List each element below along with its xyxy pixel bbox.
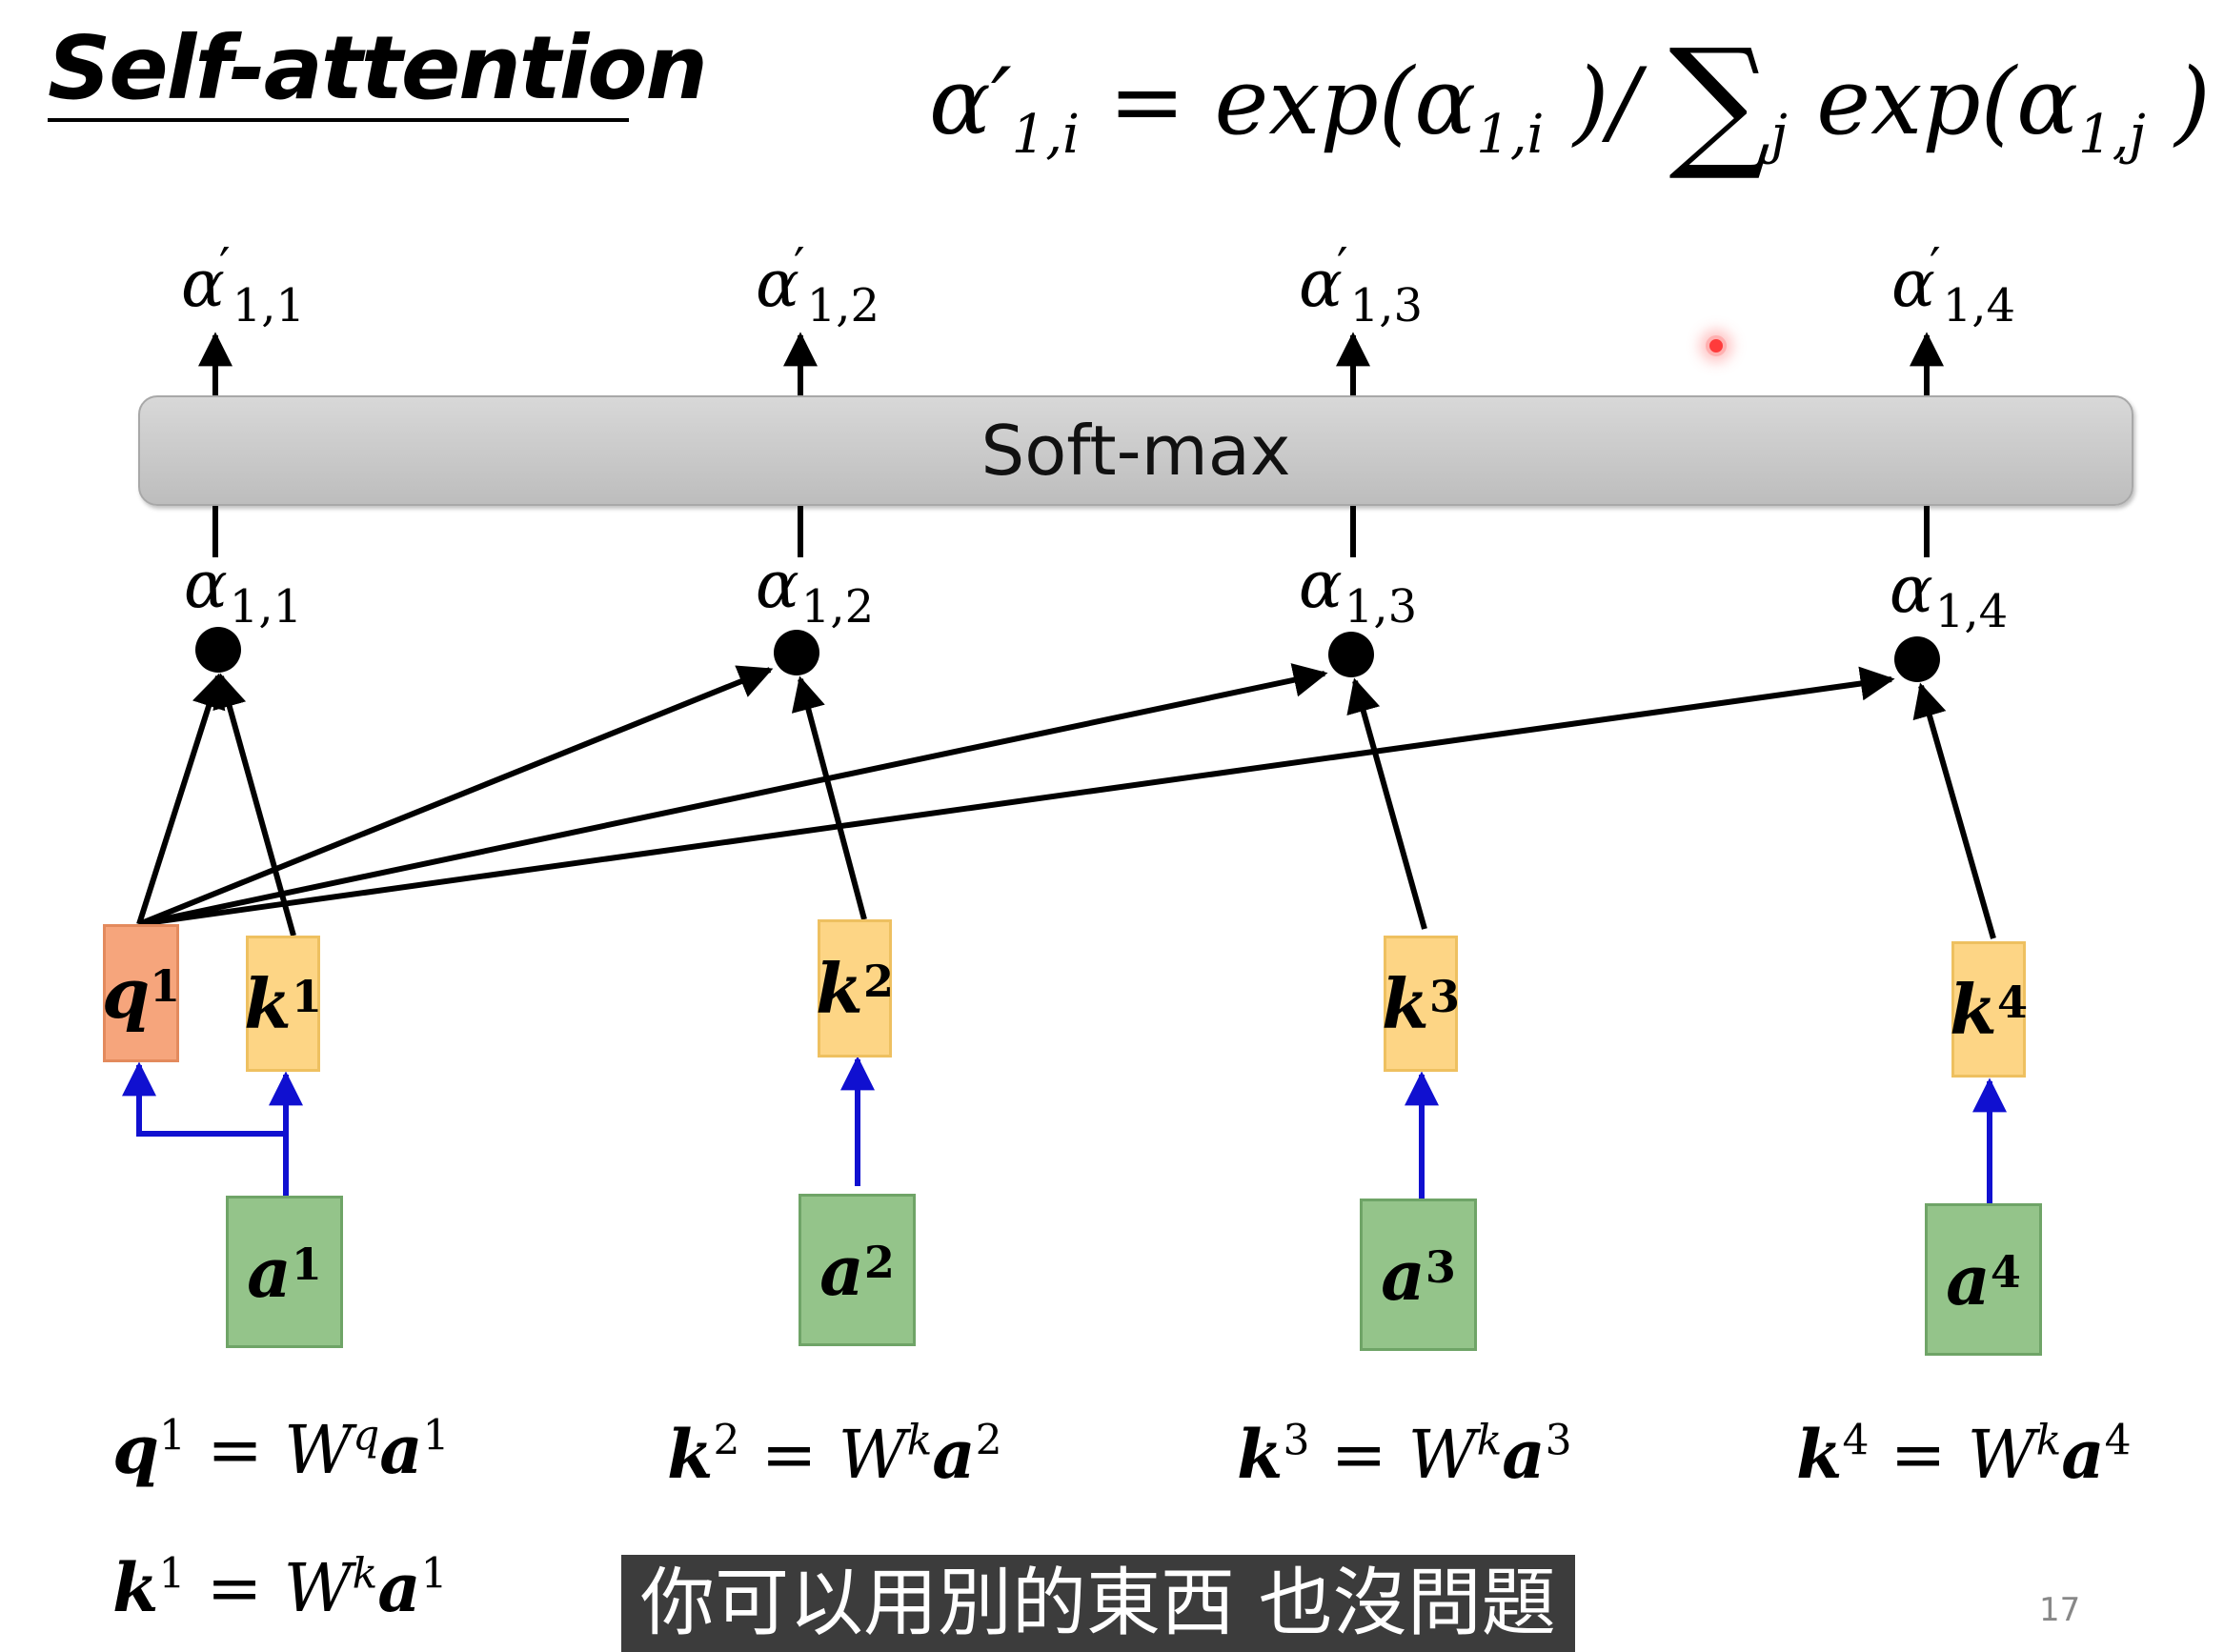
- softmax-layer: Soft-max: [138, 395, 2133, 506]
- dot-product-node-4: [1894, 636, 1940, 682]
- softmax-label: Soft-max: [981, 411, 1291, 491]
- formula-sigma: ∑: [1668, 19, 1771, 185]
- formula-lhs: α′: [929, 49, 1012, 155]
- page-number: 17: [2039, 1591, 2081, 1629]
- equation-k4: k4 = Wka4: [1796, 1415, 2132, 1494]
- formula-eq: = exp(α: [1079, 49, 1477, 155]
- softmax-formula: α′1,i = exp(α1,i )/ ∑j exp(α1,j ): [929, 19, 2211, 185]
- formula-end: ): [2145, 49, 2211, 155]
- formula-mid: )/: [1544, 49, 1669, 155]
- k-to-dot-arrow-4: [1912, 682, 1996, 939]
- equation-q1: q1 = Wqa1: [112, 1410, 450, 1489]
- laser-pointer-dot: [1706, 335, 1727, 356]
- formula-sigma-sub: j: [1770, 104, 1788, 167]
- q-to-dot-arrow-4: [138, 666, 1895, 927]
- k-to-dot-arrow-1: [212, 673, 296, 937]
- equation-k2: k2 = Wka2: [667, 1415, 1002, 1494]
- dot-product-node-2: [774, 630, 819, 675]
- attention-score-label-4: α1,4: [1889, 553, 2009, 638]
- attention-score-label-2: α1,2: [755, 548, 875, 634]
- dot-product-node-3: [1328, 632, 1374, 677]
- output-weight-label-4: α′1,4: [1890, 238, 2016, 332]
- input-to-q-arrow: [122, 1061, 286, 1137]
- slide-title: Self-attention: [48, 17, 708, 119]
- formula-lhs-sub: 1,i: [1011, 104, 1080, 167]
- equation-k1: k1 = Wka1: [112, 1548, 448, 1627]
- equation-k3: k3 = Wka3: [1237, 1415, 1572, 1494]
- k-to-dot-arrow-3: [1346, 677, 1427, 930]
- formula-rhs: exp(α: [1787, 49, 2078, 155]
- dot-product-node-1: [195, 627, 241, 673]
- q-to-dot-arrow-1: [136, 673, 226, 925]
- attention-score-label-1: α1,1: [183, 548, 303, 634]
- attention-score-label-3: α1,3: [1298, 548, 1418, 634]
- k-to-dot-arrow-2: [791, 675, 867, 920]
- output-weight-label-1: α′1,1: [180, 238, 306, 332]
- video-subtitle: 你可以用別的東西 也沒問題: [621, 1555, 1575, 1652]
- formula-sub2: 1,j: [2077, 104, 2146, 167]
- title-underline: [48, 118, 629, 122]
- q-to-dot-arrow-3: [138, 663, 1328, 927]
- formula-sub1: 1,i: [1476, 104, 1545, 167]
- q-to-dot-arrow-2: [137, 665, 774, 927]
- output-weight-label-2: α′1,2: [755, 238, 880, 332]
- output-weight-label-3: α′1,3: [1298, 238, 1424, 332]
